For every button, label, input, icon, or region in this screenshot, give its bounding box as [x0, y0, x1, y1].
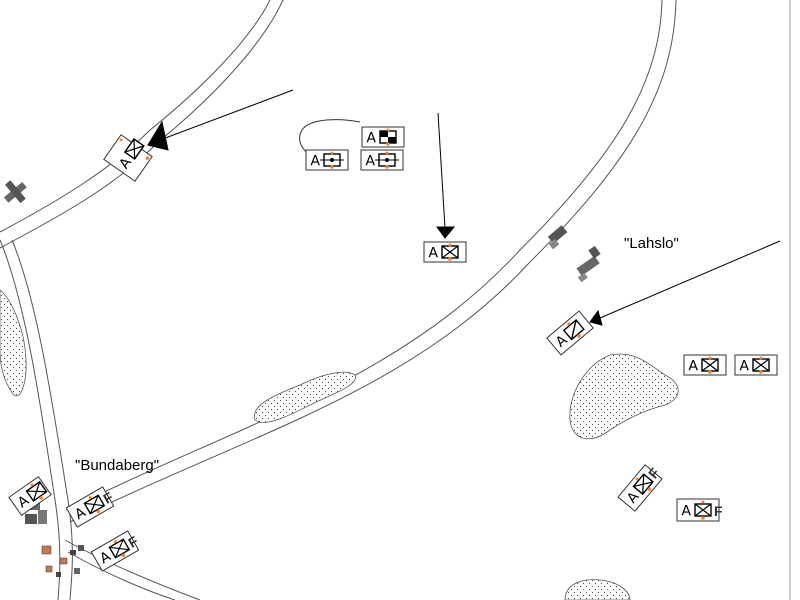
stipple-area-central	[254, 371, 356, 423]
force-tag-label: F	[714, 503, 723, 519]
unit-dot	[577, 334, 581, 338]
road-west-vertical	[0, 239, 73, 600]
cross-line-2	[694, 503, 712, 517]
cross-line-2	[32, 481, 41, 502]
road-northwest	[0, 0, 284, 249]
unit-lahslo[interactable]: ∀	[546, 310, 594, 356]
unit-dot	[759, 370, 763, 374]
unit-bundaberg-1[interactable]: ∀	[8, 475, 52, 517]
check-cell-2	[388, 137, 396, 143]
roads	[0, 0, 677, 600]
unit-dot-top	[567, 322, 571, 326]
friendly-glyph: ∀	[310, 152, 320, 168]
unit-bundaberg-3[interactable]: ∀F	[90, 529, 142, 572]
unit-dot-top	[708, 356, 712, 360]
unit-dot	[121, 553, 126, 558]
cross-line-2	[89, 495, 99, 514]
check-cell-1	[380, 131, 388, 137]
unit-dot-top	[448, 243, 452, 247]
unit-dot-top	[88, 496, 92, 500]
unit-dot-top	[386, 128, 390, 132]
unit-dot-top	[635, 477, 639, 481]
unit-dot-top	[119, 138, 123, 142]
unit-dot	[96, 509, 101, 514]
building-lahslo-1	[547, 225, 568, 250]
unit-dot-top	[385, 151, 389, 155]
unit-east-2[interactable]: ∀	[734, 354, 778, 376]
terrain-areas	[0, 289, 679, 600]
unit-dot	[708, 370, 712, 374]
cross-line-2	[114, 539, 124, 558]
unit-frame	[103, 134, 153, 182]
unit-dot-top	[759, 356, 763, 360]
recon-line	[570, 319, 577, 340]
unit-symbols: ∀∀∀∀∀∀∀∀∀F∀F∀∀F∀F	[8, 126, 778, 572]
unit-east-1[interactable]: ∀	[683, 354, 727, 376]
stipple-area-east	[569, 353, 679, 440]
unit-dot	[647, 487, 652, 492]
cross-line-2	[133, 138, 136, 160]
unit-center[interactable]: ∀	[423, 241, 467, 263]
unit-dot	[386, 142, 390, 146]
unit-dot	[39, 496, 43, 500]
arrow-northwest	[147, 89, 294, 151]
friendly-glyph: ∀	[688, 357, 698, 373]
friendly-glyph: ∀	[365, 152, 375, 168]
cross-line-2	[701, 358, 719, 372]
stipple-area-west	[0, 289, 27, 397]
cross-line-2	[441, 245, 459, 259]
unit-hq-check[interactable]: ∀	[361, 126, 405, 148]
place-label-bundaberg: "Bundaberg"	[75, 457, 160, 474]
unit-dot	[701, 516, 705, 520]
unit-dot-top	[701, 500, 705, 504]
unit-se-2[interactable]: ∀F	[676, 498, 723, 522]
unit-dot	[448, 257, 452, 261]
friendly-glyph: ∀	[428, 244, 438, 260]
arrow-center	[436, 112, 456, 239]
unit-hq-b[interactable]: ∀	[360, 149, 404, 171]
friendly-glyph: ∀	[681, 502, 691, 518]
road-main-diagonal	[65, 0, 677, 523]
unit-dot	[330, 165, 334, 169]
unit-dot-top	[330, 151, 334, 155]
friendly-glyph: ∀	[739, 357, 749, 373]
stipple-area-south	[564, 579, 631, 600]
unit-nw-road[interactable]: ∀	[103, 132, 155, 182]
cross-line-2	[752, 358, 770, 372]
unit-se-1[interactable]: ∀F	[617, 462, 664, 512]
movement-arrows	[147, 89, 781, 326]
place-label-lahslo: "Lahslo"	[624, 235, 679, 252]
unit-dot	[385, 165, 389, 169]
building-northwest	[3, 180, 27, 204]
building-lahslo-2	[576, 245, 601, 283]
unit-dot-top	[30, 483, 34, 487]
unit-hq-a[interactable]: ∀	[305, 149, 349, 171]
arrow-east	[589, 240, 781, 326]
cross-line-2	[642, 474, 645, 495]
unit-bundaberg-2[interactable]: ∀F	[65, 485, 117, 528]
unit-dot	[145, 156, 150, 160]
friendly-glyph: ∀	[366, 129, 376, 145]
unit-dot-top	[113, 540, 117, 544]
